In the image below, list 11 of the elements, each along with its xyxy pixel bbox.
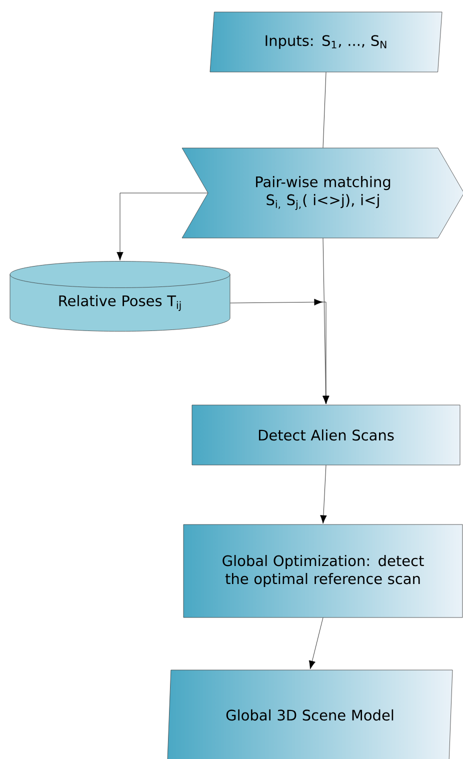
- arrow: [230, 298, 330, 404]
- process-box: Global Optimization: detect the optimal reference scan: [183, 524, 463, 618]
- process-box: Detect Alien Scans: [192, 404, 460, 466]
- database-cylinder: Relative Poses T$_{ij}$: [10, 261, 230, 332]
- input-parallelogram: Inputs: S$_{1}$, ..., S$_{N}$: [210, 12, 442, 72]
- process-hexagon: Pair-wise matching S$_{i,}$ S$_{j,}$( i<>j), i<j: [182, 148, 463, 238]
- arrow: [308, 618, 324, 670]
- arrow: [116, 192, 208, 260]
- arrow: [320, 465, 327, 524]
- connector-line: [322, 72, 326, 148]
- output-parallelogram: Global 3D Scene Model: [167, 670, 453, 759]
